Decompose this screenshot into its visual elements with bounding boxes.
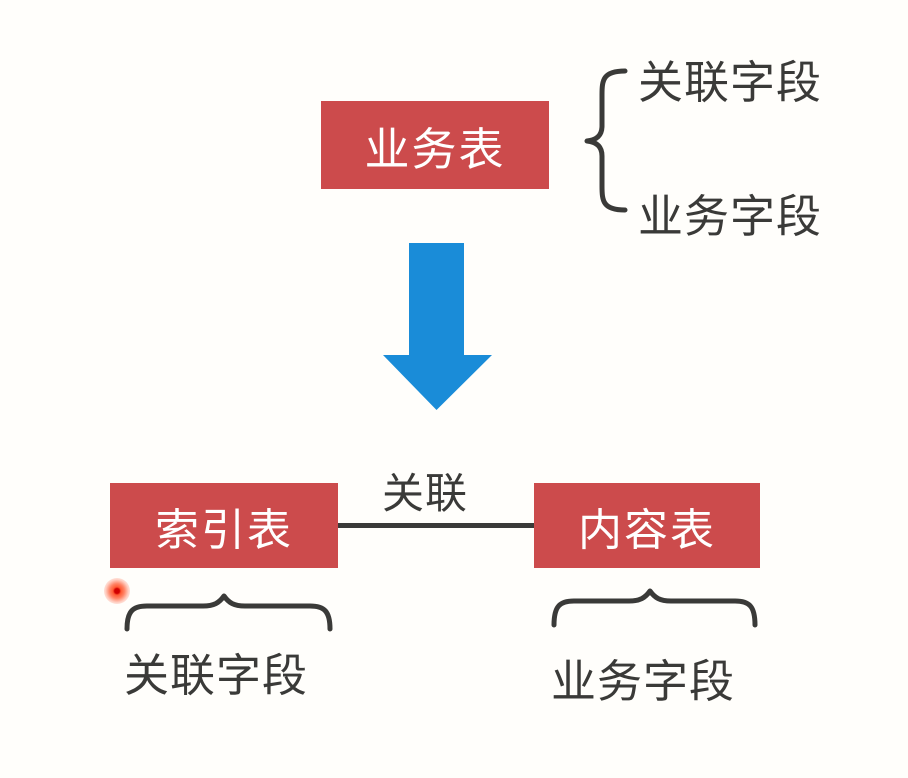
up-curly-brace-icon-right — [551, 588, 758, 628]
business-table-label: 业务表 — [364, 122, 506, 176]
index-table-box[interactable]: 索引表 — [110, 483, 338, 568]
up-curly-brace-icon-left — [124, 593, 333, 632]
right-curly-brace-icon — [584, 68, 628, 213]
business-field-label-bottom: 业务字段 — [551, 655, 736, 708]
content-table-label: 内容表 — [578, 504, 716, 556]
index-table-label: 索引表 — [155, 504, 293, 556]
down-arrow-icon — [383, 243, 492, 410]
relation-connector-label: 关联 — [382, 469, 469, 518]
business-table-box[interactable]: 业务表 — [321, 101, 549, 189]
relation-field-label-bottom: 关联字段 — [124, 649, 309, 702]
relation-field-label-top: 关联字段 — [638, 56, 823, 109]
business-field-label-top: 业务字段 — [638, 190, 823, 243]
content-table-box[interactable]: 内容表 — [534, 483, 760, 568]
